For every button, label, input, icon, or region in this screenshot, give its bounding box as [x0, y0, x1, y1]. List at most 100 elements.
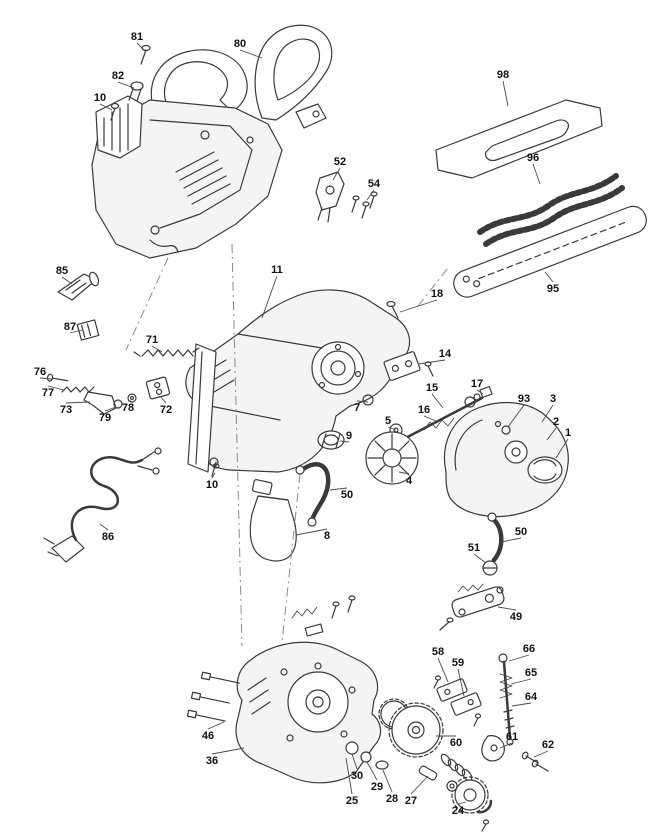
- leader-line-25: [345, 757, 353, 795]
- part-label-11: 11: [271, 264, 283, 276]
- saw-chain-drawing: [477, 173, 625, 247]
- part-label-10: 10: [94, 92, 106, 104]
- part-label-71: 71: [146, 334, 158, 346]
- part-label-85: 85: [56, 265, 68, 277]
- leader-line-28: [382, 769, 393, 793]
- part-label-15: 15: [426, 382, 438, 394]
- part-label-4: 4: [406, 475, 413, 487]
- oil-bottle-drawing: [249, 462, 331, 562]
- part-label-16: 16: [418, 404, 430, 416]
- part-label-29: 29: [371, 781, 383, 793]
- part-label-25: 25: [346, 795, 358, 807]
- part-label-2: 2: [553, 416, 559, 428]
- part-label-82: 82: [112, 70, 124, 82]
- part-label-72: 72: [160, 404, 172, 416]
- sprocket-cover-drawing: [443, 401, 569, 518]
- leader-line-96: [532, 163, 541, 185]
- leader-line-50: [500, 537, 522, 543]
- housing-screws-drawing: [110, 44, 151, 121]
- leader-line-58: [437, 657, 449, 683]
- part-label-60: 60: [450, 737, 462, 749]
- part-label-76: 76: [34, 366, 46, 378]
- leader-line-2: [546, 427, 557, 441]
- main-chassis-drawing: [185, 289, 411, 477]
- part-label-1: 1: [565, 427, 571, 439]
- part-label-18: 18: [431, 288, 443, 300]
- leader-line-27: [410, 775, 429, 795]
- tension-plate-drawing: [383, 351, 434, 381]
- leader-line-79: [104, 406, 117, 412]
- part-label-95: 95: [547, 283, 559, 295]
- oil-pump-drawing: [439, 512, 505, 631]
- sprocket-drawing: [446, 776, 493, 832]
- leader-line-18: [399, 299, 438, 313]
- tensioner-rod-drawing: [393, 385, 493, 447]
- leader-line-71: [151, 345, 163, 353]
- part-label-8: 8: [324, 530, 330, 542]
- chain-brake-parts-drawing: [46, 271, 200, 415]
- part-label-66: 66: [523, 643, 535, 655]
- leader-line-65: [510, 678, 532, 685]
- chain-catcher-drawing: [481, 735, 549, 772]
- hand-guard-drawing: [254, 24, 333, 129]
- leader-line-73: [65, 401, 91, 404]
- part-label-14: 14: [439, 348, 452, 360]
- part-label-59: 59: [452, 657, 464, 669]
- part-label-58: 58: [432, 646, 444, 658]
- part-label-50: 50: [515, 526, 527, 538]
- part-label-54: 54: [368, 178, 381, 190]
- leader-line-98: [502, 80, 509, 107]
- gear-housing-drawing: [186, 595, 382, 784]
- leader-line-5: [387, 426, 397, 431]
- leader-line-72: [159, 395, 167, 404]
- part-label-51: 51: [468, 542, 480, 554]
- part-label-62: 62: [542, 739, 554, 751]
- leader-line-49: [497, 606, 517, 611]
- part-label-24: 24: [452, 805, 465, 817]
- part-label-46: 46: [202, 730, 214, 742]
- leader-line-30: [351, 753, 358, 770]
- part-label-30: 30: [351, 770, 363, 782]
- part-label-10: 10: [206, 479, 218, 491]
- leader-line-59: [457, 668, 465, 697]
- leader-line-95: [544, 271, 554, 283]
- part-label-86: 86: [102, 531, 114, 543]
- leader-line-24: [457, 801, 467, 805]
- leader-line-81: [136, 42, 147, 53]
- part-label-7: 7: [354, 402, 360, 414]
- construction-lines: [125, 243, 449, 647]
- fan-disc-drawing: [365, 431, 419, 485]
- leader-line-3: [541, 404, 554, 423]
- part-label-52: 52: [334, 156, 346, 168]
- leader-line-86: [99, 523, 109, 531]
- switch-contacts-drawing: [433, 675, 482, 727]
- leader-line-15: [431, 393, 444, 409]
- leader-line-8: [295, 528, 328, 536]
- leader-line-16: [423, 415, 437, 422]
- part-label-9: 9: [346, 430, 352, 442]
- part-label-61: 61: [506, 731, 518, 743]
- leader-line-93: [507, 404, 525, 428]
- part-label-77: 77: [42, 387, 54, 399]
- leader-line-76: [39, 377, 53, 380]
- leader-line-17: [476, 389, 484, 395]
- leader-line-10: [211, 472, 216, 479]
- leader-line-52: [332, 167, 341, 181]
- part-label-28: 28: [386, 793, 398, 805]
- leader-line-62: [533, 750, 549, 758]
- leader-line-10: [99, 103, 113, 111]
- part-label-65: 65: [525, 667, 537, 679]
- part-label-81: 81: [131, 31, 143, 43]
- part-label-87: 87: [64, 321, 76, 333]
- leader-line-1: [555, 438, 569, 459]
- part-label-5: 5: [385, 415, 391, 427]
- leader-line-80: [239, 49, 263, 59]
- leader-line-46: [207, 721, 225, 730]
- part-label-27: 27: [405, 795, 417, 807]
- leader-line-4: [398, 471, 410, 475]
- leader-line-77: [47, 385, 65, 391]
- leader-line-14: [417, 359, 446, 365]
